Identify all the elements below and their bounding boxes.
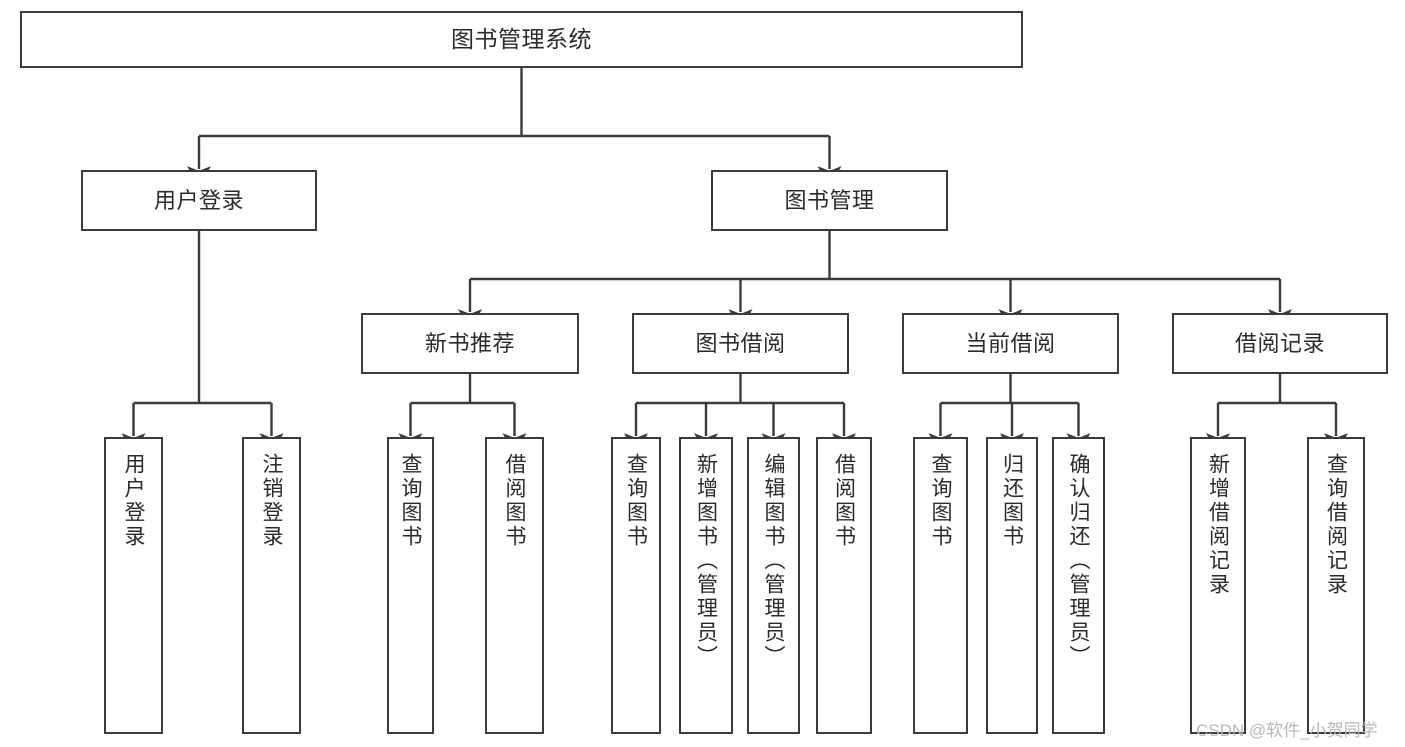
node-root[interactable]: 图书管理系统 xyxy=(20,11,1023,68)
node-label: 查询借阅记录 xyxy=(1324,453,1348,597)
node-label: 图书管理系统 xyxy=(451,25,592,52)
node-label: 查询图书 xyxy=(624,453,648,549)
node-label: 新增借阅记录 xyxy=(1206,453,1230,597)
node-label: 查询图书 xyxy=(929,453,952,549)
node-book_manage[interactable]: 图书管理 xyxy=(711,170,948,231)
node-l_query_record[interactable]: 查询借阅记录 xyxy=(1307,437,1365,734)
node-label: 借阅记录 xyxy=(1234,330,1325,356)
node-label: 借阅图书 xyxy=(832,453,856,549)
node-records[interactable]: 借阅记录 xyxy=(1172,313,1388,374)
node-label: 新书推荐 xyxy=(424,330,515,356)
node-l_return_book[interactable]: 归还图书 xyxy=(986,437,1038,734)
node-l_query_book_3[interactable]: 查询图书 xyxy=(913,437,968,734)
node-l_borrow_book_1[interactable]: 借阅图书 xyxy=(485,437,544,734)
node-label: 确认归还（管理员） xyxy=(1067,453,1090,669)
node-label: 查询图书 xyxy=(399,453,422,549)
node-label: 注销登录 xyxy=(260,453,283,549)
node-l_confirm_ret[interactable]: 确认归还（管理员） xyxy=(1052,437,1105,734)
node-label: 借阅图书 xyxy=(503,453,526,549)
node-label: 当前借阅 xyxy=(965,330,1056,356)
node-l_query_book_2[interactable]: 查询图书 xyxy=(611,437,661,734)
csdn-watermark: CSDN @软件_小贺同学 xyxy=(1196,721,1378,740)
node-l_add_book[interactable]: 新增图书（管理员） xyxy=(679,437,733,734)
node-label: 编辑图书（管理员） xyxy=(762,453,785,669)
node-l_edit_book[interactable]: 编辑图书（管理员） xyxy=(747,437,800,734)
node-label: 用户登录 xyxy=(122,453,145,549)
node-label: 用户登录 xyxy=(153,187,244,213)
node-l_user_login[interactable]: 用户登录 xyxy=(104,437,163,734)
node-new_rec[interactable]: 新书推荐 xyxy=(361,313,579,374)
node-current[interactable]: 当前借阅 xyxy=(902,313,1119,374)
node-label: 归还图书 xyxy=(1000,453,1024,549)
node-borrow[interactable]: 图书借阅 xyxy=(632,313,849,374)
node-user_login[interactable]: 用户登录 xyxy=(81,170,317,231)
node-l_borrow_book_2[interactable]: 借阅图书 xyxy=(816,437,872,734)
node-l_user_logout[interactable]: 注销登录 xyxy=(242,437,301,734)
node-l_query_book_1[interactable]: 查询图书 xyxy=(387,437,434,734)
node-label: 新增图书（管理员） xyxy=(694,453,718,669)
node-l_add_record[interactable]: 新增借阅记录 xyxy=(1190,437,1246,734)
node-label: 图书借阅 xyxy=(695,330,786,356)
node-label: 图书管理 xyxy=(784,187,875,213)
